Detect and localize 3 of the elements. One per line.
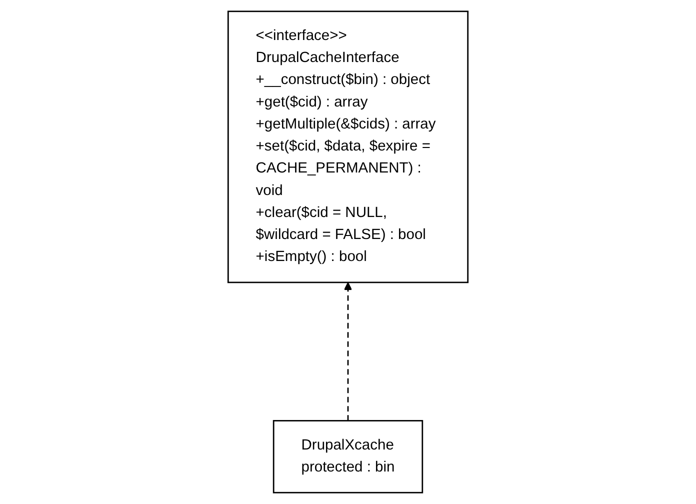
realization-arrow: [344, 282, 352, 421]
node-box: <<interface>> DrupalCacheInterface +__construct($bin) : object +get($cid) : array +getMultiple(&$cids) : array +set($cid, $data, $expire = CACHE_PERMANENT) : void +clear($cid = NULL, $wildcard = FALSE) : bool +isEmpty() : bool: [227, 10, 469, 284]
node-box: DrupalXcache protected : bin: [272, 420, 424, 494]
